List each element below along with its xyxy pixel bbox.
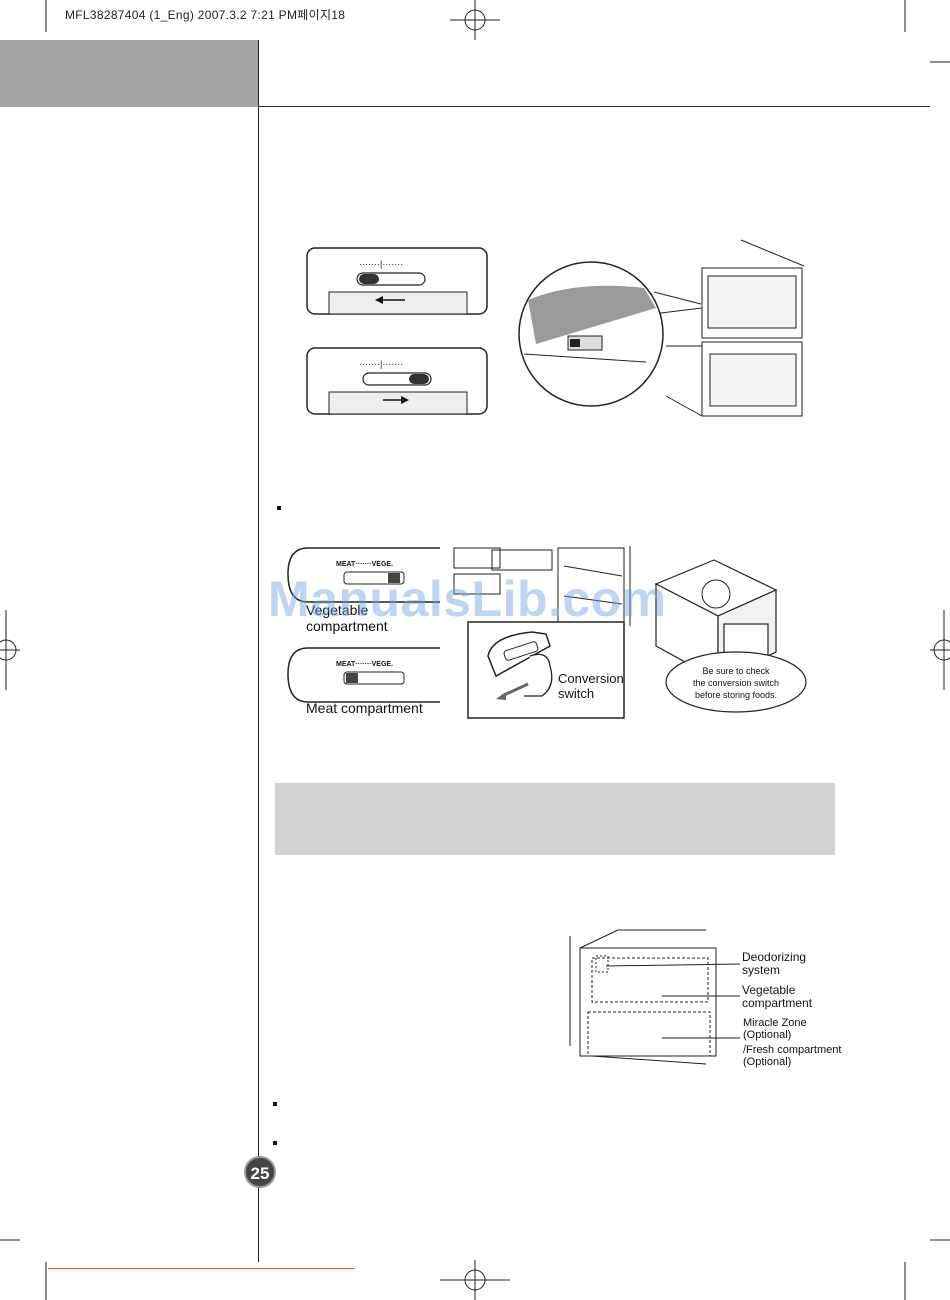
fresh-compartment-line1: /Fresh compartment: [743, 1044, 842, 1056]
page-number: 25: [244, 1156, 276, 1188]
callout-line3: before storing foods.: [695, 690, 777, 700]
header-band: [0, 40, 258, 107]
bullet: [277, 506, 281, 510]
switch-scale-veg: MEAT·······VEGE.: [336, 561, 393, 568]
meat-switch: MEAT·······VEGE.: [287, 647, 440, 703]
hand-icon: [524, 653, 553, 697]
print-header: MFL38287404 (1_Eng) 2007.3.2 7:21 PM페이지1…: [65, 8, 346, 22]
fresh-compartment-line2: (Optional): [743, 1056, 792, 1068]
conversion-switch-label: Conversion switch: [558, 671, 624, 701]
callout-bubble: [665, 651, 807, 713]
callout-line2: the conversion switch: [693, 678, 779, 688]
slider-right-position: ·······|·······: [306, 347, 488, 415]
conversion-switch-positions: MEAT·······VEGE. MEAT·······VEGE.: [287, 547, 440, 703]
fridge-interior-illustration: [452, 546, 632, 719]
conversion-label-line1: Conversion: [558, 671, 624, 686]
vegetable-line1: Vegetable: [742, 983, 796, 997]
miracle-zone-line1: Miracle Zone: [743, 1017, 807, 1029]
conversion-label-line2: switch: [558, 686, 595, 701]
note-box: [275, 783, 835, 855]
vegetable-compartment-label: Vegetable compartment: [306, 602, 388, 634]
switch-scale-meat: MEAT·······VEGE.: [336, 661, 393, 668]
arrow-left-icon: [375, 296, 383, 304]
bullet: [273, 1102, 277, 1106]
slider-scale-bottom: ·······|·······: [359, 359, 403, 369]
deodorizing-line1: Deodorizing: [742, 950, 807, 964]
bullet: [273, 1141, 277, 1145]
callout-line1: Be sure to check: [702, 666, 770, 676]
deodorizing-system-label: Deodorizing system: [742, 951, 806, 977]
drawer-detail-illustration: [518, 239, 805, 417]
meat-compartment-label: Meat compartment: [306, 700, 423, 716]
arrow-right-icon: [401, 396, 409, 404]
drawer-callout-illustration: Be sure to check the conversion switch b…: [654, 559, 807, 713]
watermark: ManualsLib.com: [268, 571, 667, 627]
deodorizing-line2: system: [742, 963, 781, 977]
slider-left-position: ·······|·······: [306, 247, 488, 315]
header-rule: [258, 106, 930, 107]
vegetable-compartment-diagram-label: Vegetable compartment: [742, 984, 812, 1010]
slider-diagrams: ·······|······· ·······|·······: [306, 247, 488, 415]
miracle-zone-label: Miracle Zone (Optional): [743, 1017, 807, 1041]
slider-scale-top: ·······|·······: [359, 259, 403, 269]
vegetable-switch: MEAT·······VEGE.: [287, 547, 440, 603]
bottom-rule: [48, 1268, 355, 1269]
fresh-compartment-label: /Fresh compartment (Optional): [743, 1044, 841, 1068]
miracle-zone-line2: (Optional): [743, 1029, 792, 1041]
column-rule: [258, 40, 259, 1262]
drawer-structure-diagram: [569, 929, 741, 1065]
vegetable-line2: compartment: [742, 996, 813, 1010]
